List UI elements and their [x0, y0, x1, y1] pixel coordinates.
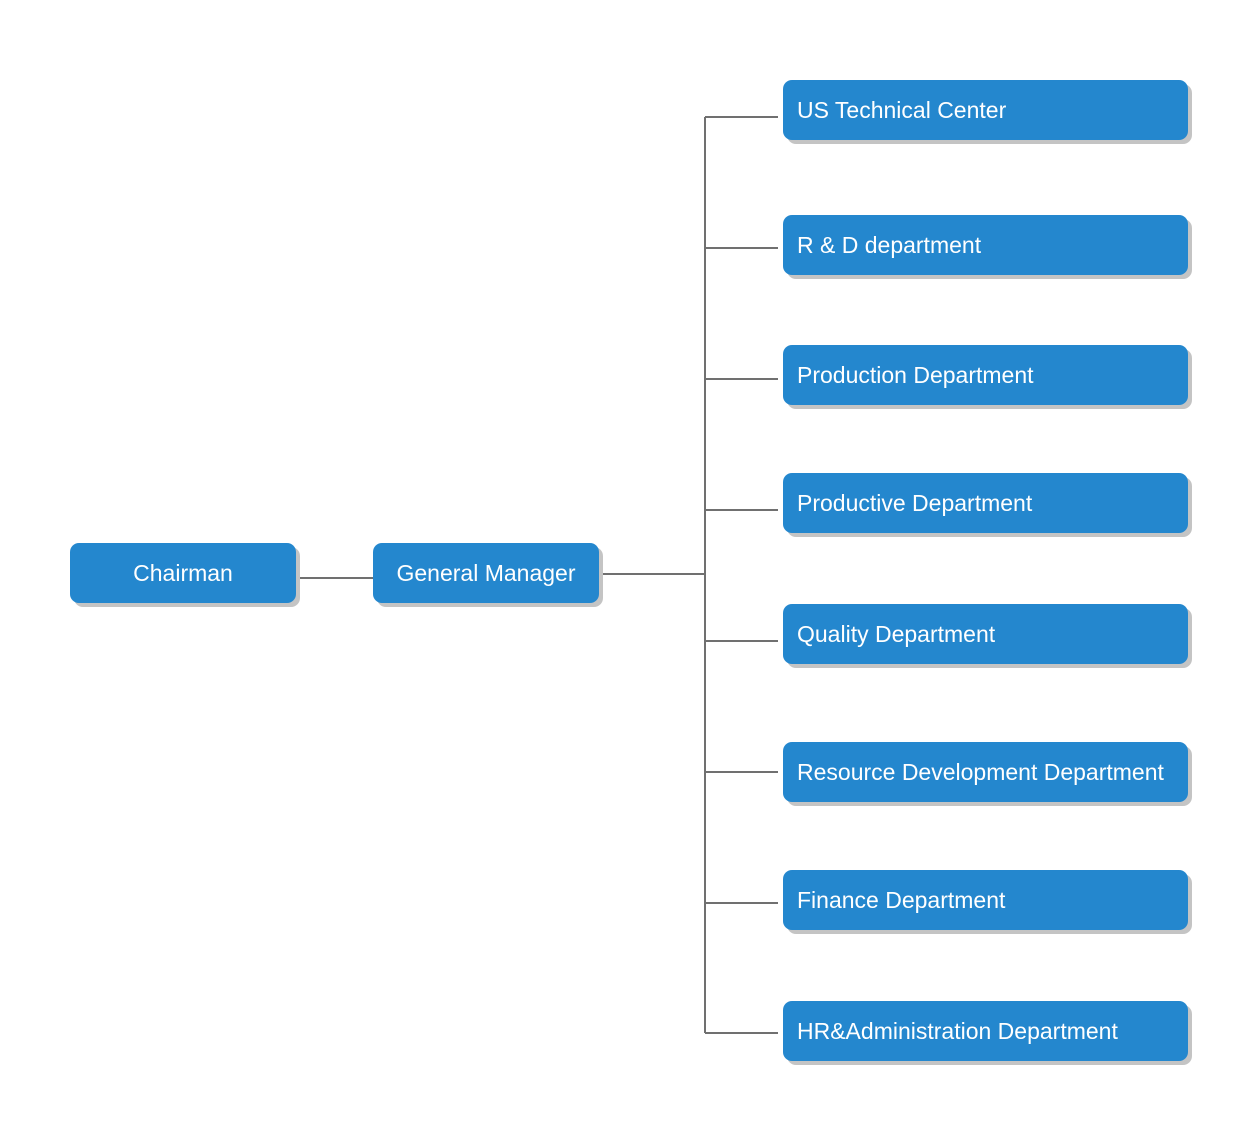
department-label: US Technical Center: [797, 97, 1007, 123]
department-label: Production Department: [797, 362, 1034, 388]
department-label: Quality Department: [797, 621, 996, 647]
chairman-label: Chairman: [133, 560, 233, 586]
department-label: HR&Administration Department: [797, 1018, 1118, 1044]
department-node-production: Production Department: [783, 345, 1188, 405]
department-label: Productive Department: [797, 490, 1033, 516]
department-node-resource-development: Resource Development Department: [783, 742, 1188, 802]
department-node-quality: Quality Department: [783, 604, 1188, 664]
department-label: R & D department: [797, 232, 982, 258]
department-node-hr-administration: HR&Administration Department: [783, 1001, 1188, 1061]
department-node-finance: Finance Department: [783, 870, 1188, 930]
general-manager-label: General Manager: [396, 560, 576, 586]
department-label: Finance Department: [797, 887, 1006, 913]
department-node-us-technical-center: US Technical Center: [783, 80, 1188, 140]
general-manager-node: General Manager: [373, 543, 599, 603]
department-label: Resource Development Department: [797, 759, 1164, 785]
chairman-node: Chairman: [70, 543, 296, 603]
department-node-rd: R & D department: [783, 215, 1188, 275]
department-node-productive: Productive Department: [783, 473, 1188, 533]
